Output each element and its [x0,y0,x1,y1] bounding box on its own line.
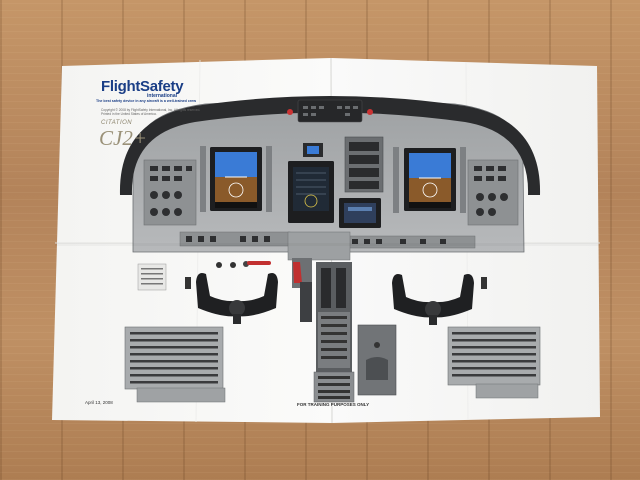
yoke-right-icon [392,274,474,325]
throttle-quadrant-icon [316,262,352,372]
master-warning-icon [287,109,293,115]
copyright-text: Copyright © 2008 by FlightSafety Interna… [101,108,201,116]
poster-date: April 13, 2008 [85,400,113,405]
aircraft-model-line: CITATION [101,120,133,126]
flap-handle [293,262,302,283]
training-disclaimer: FOR TRAINING PURPOSES ONLY [297,402,370,407]
checklist-placard [137,263,167,291]
left-pfd-display [210,147,262,211]
radio-display [339,198,381,228]
yoke-left-icon [196,273,278,324]
right-pfd-display [404,148,456,211]
circuit-breaker-panel-icon [124,326,226,403]
master-caution-icon [367,109,373,115]
parking-brake-handle [247,261,271,265]
autopilot-panel [297,99,363,123]
aircraft-model-title: CJ2+ [99,126,147,150]
brand-subtitle: international [147,93,178,99]
brand-logo: FlightSafety [101,78,184,95]
brand-tagline: The best safety device in any aircraft i… [96,99,197,103]
center-mfd-display [288,161,334,223]
